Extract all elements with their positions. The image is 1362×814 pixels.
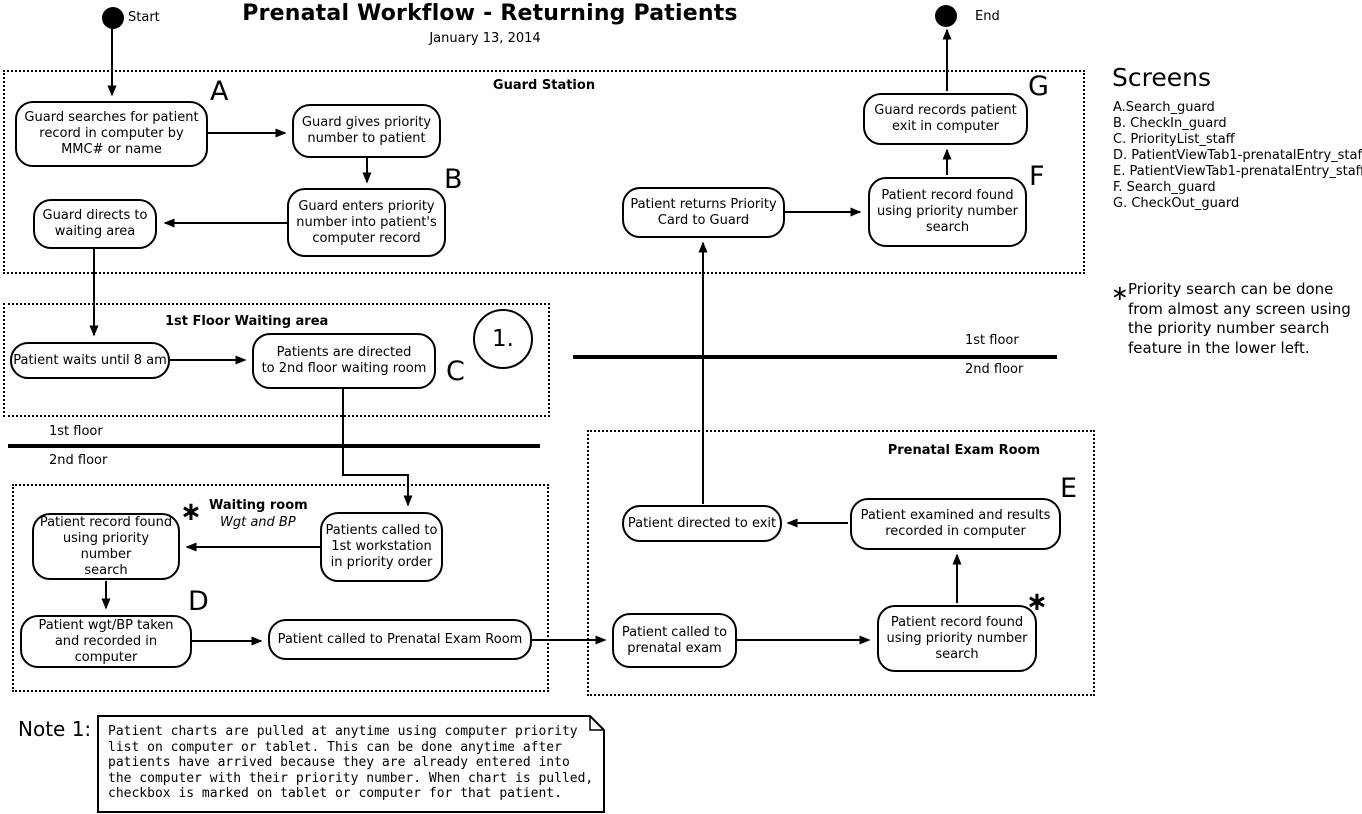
star-note-text: Priority search can be done from almost …: [1128, 280, 1351, 357]
floor-divider-right: [573, 355, 1057, 359]
screen-item-f: F. Search_guard: [1113, 180, 1216, 195]
screen-item-d: D. PatientViewTab1-prenatalEntry_staff: [1113, 148, 1362, 163]
tag-f: F: [1029, 161, 1045, 192]
asterisk-record-found-waiting: ∗: [180, 497, 202, 527]
screen-item-a: A.Search_guard: [1113, 100, 1215, 115]
page-date: January 13, 2014: [429, 31, 541, 46]
tag-a: A: [210, 76, 229, 107]
node-record-found-guard: Patient record found using priority numb…: [868, 177, 1027, 247]
node-wgt-bp-taken: Patient wgt/BP taken and recorded in com…: [20, 615, 192, 668]
screens-legend-list: A.Search_guard B. CheckIn_guard C. Prior…: [1113, 100, 1362, 212]
node-record-found-waiting: Patient record found using priority numb…: [32, 513, 180, 580]
tag-c: C: [446, 356, 465, 387]
region-first-floor-waiting: 1st Floor Waiting area: [3, 303, 550, 417]
floor-divider-left: [8, 444, 540, 448]
node-returns-priority-card: Patient returns Priority Card to Guard: [622, 187, 785, 238]
page-title: Prenatal Workflow - Returning Patients: [242, 1, 738, 26]
screen-item-c: C. PriorityList_staff: [1113, 132, 1235, 147]
floor-label-2nd-right: 2nd floor: [965, 362, 1024, 377]
note1-text: Patient charts are pulled at anytime usi…: [108, 724, 594, 801]
node-directed-to-exit: Patient directed to exit: [622, 505, 782, 542]
node-guard-gives-priority: Guard gives priority number to patient: [292, 104, 441, 158]
region-waiting-room-title: Waiting room: [209, 498, 308, 513]
node-guard-searches-record: Guard searches for patient record in com…: [15, 101, 208, 167]
asterisk-record-found-exam: ∗: [1026, 587, 1048, 617]
node-patient-waits-8am: Patient waits until 8 am: [10, 342, 170, 379]
screens-legend-title: Screens: [1112, 63, 1211, 92]
node-guard-records-exit: Guard records patient exit in computer: [863, 93, 1028, 145]
node-guard-enters-priority: Guard enters priority number into patien…: [287, 188, 446, 257]
screen-item-b: B. CheckIn_guard: [1113, 116, 1227, 131]
region-first-floor-waiting-title: 1st Floor Waiting area: [165, 314, 329, 329]
node-patients-called-workstation: Patients called to 1st workstation in pr…: [320, 512, 443, 582]
region-guard-station-title: Guard Station: [492, 78, 596, 93]
tag-g: G: [1028, 71, 1049, 102]
node-patient-examined: Patient examined and results recorded in…: [850, 498, 1061, 550]
node-patients-directed-2nd-floor: Patients are directed to 2nd floor waiti…: [252, 333, 436, 389]
node-guard-directs-waiting: Guard directs to waiting area: [33, 199, 157, 249]
node-called-prenatal-exam: Patient called to prenatal exam: [612, 613, 737, 668]
node-record-found-exam: Patient record found using priority numb…: [877, 605, 1037, 672]
floor-label-2nd-left: 2nd floor: [49, 453, 108, 468]
floor-label-1st-left: 1st floor: [49, 424, 103, 439]
node-called-prenatal-exam-room: Patient called to Prenatal Exam Room: [268, 619, 532, 660]
region-guard-station: Guard Station: [3, 70, 1085, 274]
tag-d: D: [188, 586, 209, 617]
start-circle-icon: [102, 7, 124, 29]
floor-label-1st-right: 1st floor: [965, 333, 1019, 348]
star-note-bullet: ∗: [1111, 281, 1129, 305]
region-waiting-room: Waiting room Wgt and BP: [12, 484, 549, 692]
screen-item-g: G. CheckOut_guard: [1113, 196, 1240, 211]
screen-item-e: E. PatientViewTab1-prenatalEntry_staff: [1113, 164, 1362, 179]
end-circle-icon: [935, 5, 957, 27]
end-label: End: [975, 9, 1000, 24]
tag-e: E: [1060, 473, 1078, 504]
region-prenatal-exam-room-title: Prenatal Exam Room: [887, 443, 1040, 458]
circle-marker-1: 1.: [473, 309, 533, 369]
note1-label: Note 1:: [18, 717, 92, 741]
tag-b: B: [444, 164, 463, 195]
start-label: Start: [128, 10, 160, 25]
region-waiting-room-subtitle: Wgt and BP: [220, 515, 296, 530]
region-prenatal-exam-room: Prenatal Exam Room: [587, 430, 1095, 696]
